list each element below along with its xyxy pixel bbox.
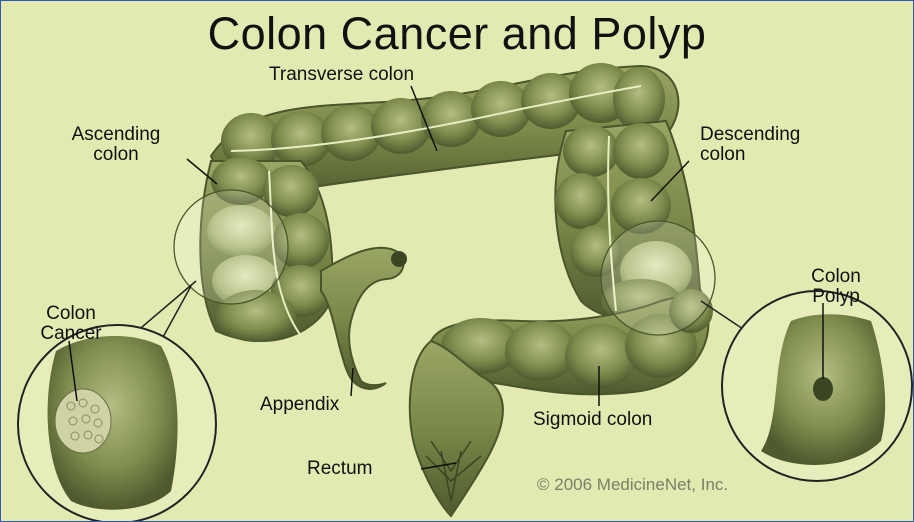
label-ascending-line1: Ascending	[41, 125, 191, 145]
label-ascending-colon: Ascending colon	[41, 125, 191, 165]
label-descending-line1: Descending	[700, 125, 800, 145]
label-colon-polyp: Colon Polyp	[796, 267, 876, 307]
label-colon-cancer: Colon Cancer	[31, 304, 111, 344]
copyright-text: © 2006 MedicineNet, Inc.	[537, 475, 728, 495]
label-sigmoid-colon: Sigmoid colon	[533, 410, 652, 430]
label-cancer-line1: Colon	[31, 304, 111, 324]
label-polyp-line1: Colon	[796, 267, 876, 287]
label-cancer-line2: Cancer	[31, 324, 111, 344]
label-appendix: Appendix	[260, 395, 339, 415]
colon-polyp-inset	[701, 291, 912, 481]
label-transverse-colon: Transverse colon	[269, 65, 414, 85]
polyp-highlight-circle	[601, 221, 715, 335]
appendix-shape	[321, 248, 407, 389]
label-descending-colon: Descending colon	[700, 125, 800, 165]
label-polyp-line2: Polyp	[796, 287, 876, 307]
diagram-title: Colon Cancer and Polyp	[1, 9, 913, 59]
label-rectum: Rectum	[307, 459, 372, 479]
label-ascending-line2: colon	[41, 145, 191, 165]
label-descending-line2: colon	[700, 145, 800, 165]
